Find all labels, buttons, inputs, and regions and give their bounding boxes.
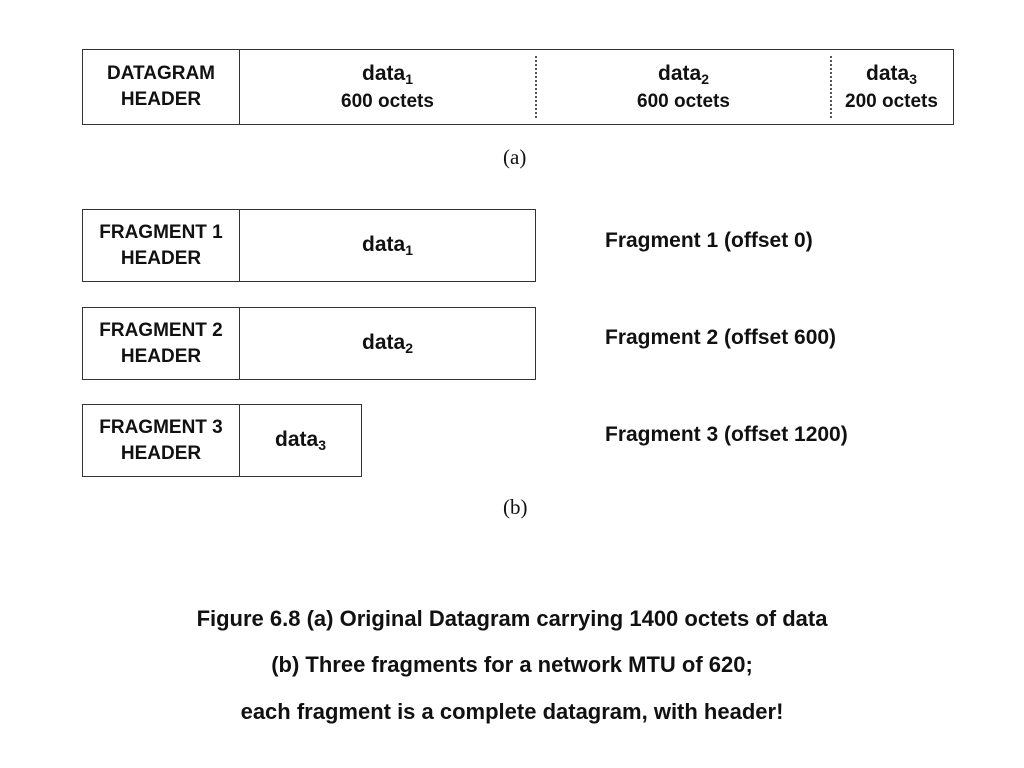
- fragment-3-header-line2: HEADER: [120, 442, 202, 464]
- fragment-1-label: Fragment 1 (offset 0): [605, 229, 813, 252]
- segment-boundary-2: [830, 56, 832, 118]
- fragment-2-header-line2: HEADER: [120, 345, 202, 367]
- caption-line3: each fragment is a complete datagram, wi…: [240, 699, 784, 724]
- fragment-1-divider: [239, 210, 240, 281]
- segment-data3-sub: 3: [909, 70, 917, 87]
- datagram-header-line2: HEADER: [120, 89, 202, 110]
- segment-data2-sub: 2: [701, 70, 709, 87]
- segment-data1-sub: 1: [405, 70, 413, 87]
- datagram-header-cell: DATAGRAM HEADER: [83, 50, 239, 124]
- segment-data1-size: 600 octets: [341, 90, 434, 112]
- fragment-1: FRAGMENT 1 HEADER data1: [82, 209, 536, 282]
- part-a-label: (a): [503, 145, 527, 169]
- fragment-2-data-sub: 2: [405, 340, 413, 357]
- segment-data3-size: 200 octets: [845, 90, 938, 112]
- segment-data1: data1 600 octets: [240, 50, 535, 124]
- fragment-3-label: Fragment 3 (offset 1200): [605, 423, 848, 446]
- segment-data2-name: data: [658, 61, 702, 85]
- fragment-1-header-line1: FRAGMENT 1: [99, 221, 223, 243]
- segment-data3-name: data: [866, 61, 910, 85]
- fragment-2-header-line1: FRAGMENT 2: [99, 319, 223, 341]
- segment-data2: data2 600 octets: [536, 50, 831, 124]
- fragment-3-data-cell: data3: [240, 405, 361, 476]
- fragment-2-label: Fragment 2 (offset 600): [605, 326, 837, 349]
- fragment-3-divider: [239, 405, 240, 476]
- fragment-3-header-cell: FRAGMENT 3 HEADER: [83, 405, 239, 476]
- fragment-3-header-line1: FRAGMENT 3: [99, 416, 223, 438]
- segment-data2-size: 600 octets: [637, 90, 730, 112]
- segment-data1-name: data: [362, 61, 406, 85]
- datagram-header-line1: DATAGRAM: [107, 63, 215, 85]
- fragment-1-header-line2: HEADER: [120, 247, 202, 269]
- part-b-label: (b): [503, 495, 528, 519]
- fragment-2-data-cell: data2: [240, 308, 535, 379]
- fragment-2-divider: [239, 308, 240, 379]
- fragment-2-header-cell: FRAGMENT 2 HEADER: [83, 308, 239, 379]
- segment-boundary-1: [535, 56, 537, 118]
- header-divider: [239, 50, 240, 124]
- fragment-2: FRAGMENT 2 HEADER data2: [82, 307, 536, 380]
- fragment-3-data-name: data: [275, 428, 319, 452]
- fragment-1-header-cell: FRAGMENT 1 HEADER: [83, 210, 239, 281]
- caption-line2: (b) Three fragments for a network MTU of…: [271, 652, 753, 677]
- fragment-1-data-name: data: [362, 233, 406, 257]
- fragment-3: FRAGMENT 3 HEADER data3: [82, 404, 362, 477]
- fragment-3-data-sub: 3: [318, 437, 326, 454]
- fragment-1-data-sub: 1: [405, 242, 413, 259]
- caption-line1: Figure 6.8 (a) Original Datagram carryin…: [196, 606, 828, 631]
- segment-data3: data3 200 octets: [831, 50, 952, 124]
- fragment-2-data-name: data: [362, 331, 406, 355]
- fragment-1-data-cell: data1: [240, 210, 535, 281]
- original-datagram: DATAGRAM HEADER data1 600 octets data2 6…: [82, 49, 954, 125]
